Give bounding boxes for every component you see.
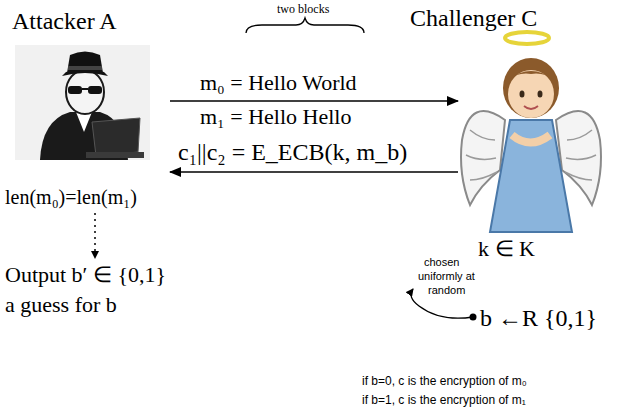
annotation-text: Output b′ ∈ {0,1}: [5, 262, 166, 288]
annotation-text: uniformly at: [418, 270, 475, 283]
annotation-text: len(m₀)=len(m₁): [5, 185, 137, 209]
annotation-text: a guess for b: [5, 292, 117, 318]
annotation-text: if b=0, c is the encryption of m₀: [362, 374, 527, 388]
message-arrow: [170, 100, 458, 102]
annotation-text: c₁||c₂ = E_ECB(k, m_b): [178, 138, 407, 167]
annotation-text: two blocks: [277, 2, 329, 16]
annotation-text: b ←R {0,1}: [480, 304, 597, 333]
angel-figure: [461, 32, 601, 232]
dotted-arrow: [94, 213, 96, 258]
annotation-text: m₀ = Hello World: [200, 70, 357, 96]
challenger-party: Challenger C: [458, 42, 610, 232]
annotation-text: chosen: [424, 256, 459, 269]
brace: [246, 18, 364, 33]
hacker-figure: [15, 45, 150, 160]
party-heading: Challenger C: [410, 4, 537, 33]
annotation-text: if b=1, c is the encryption of m₁: [362, 393, 526, 407]
message-arrow: [170, 171, 458, 173]
annotation-text: k ∈ K: [478, 236, 535, 262]
attacker-party: Attacker A: [5, 5, 170, 165]
party-heading: Attacker A: [12, 7, 117, 36]
annotation-text: random: [428, 284, 465, 297]
annotation-text: m₁ = Hello Hello: [200, 104, 351, 130]
